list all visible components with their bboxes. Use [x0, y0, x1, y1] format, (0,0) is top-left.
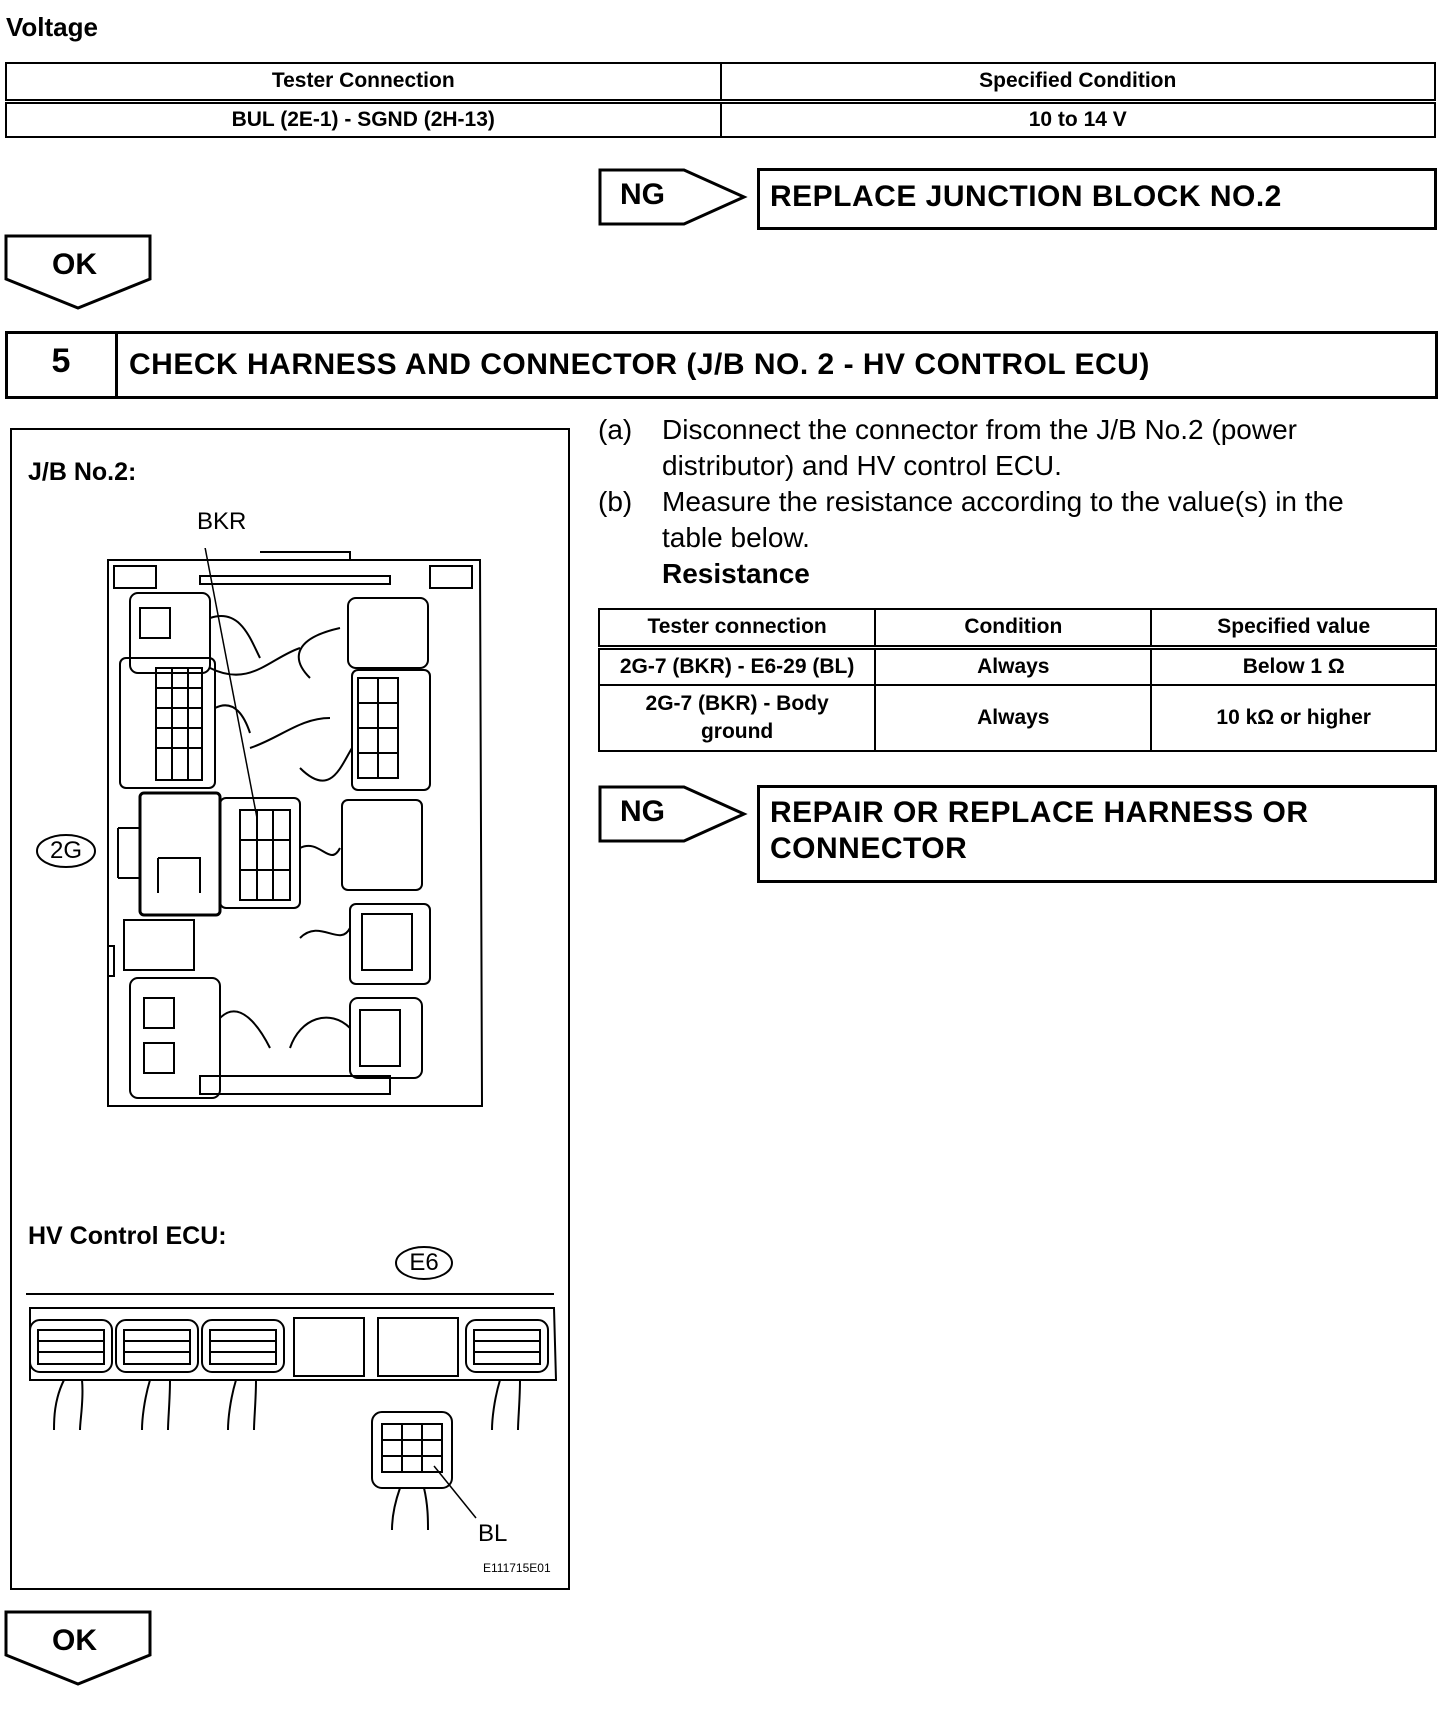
- jb-title: J/B No.2:: [28, 458, 137, 486]
- callout-e6-oval: [395, 1246, 453, 1280]
- step-b-marker: (b): [598, 486, 633, 517]
- voltage-header-condition: Specified Condition: [719, 62, 1436, 104]
- step-b-line2: table below.: [662, 522, 810, 553]
- resistance-table: Tester connection Condition Specified va…: [597, 608, 1437, 752]
- bkr-label: BKR: [197, 508, 247, 535]
- ok-label-2: OK: [52, 1624, 97, 1657]
- ng-action-1: REPLACE JUNCTION BLOCK NO.2: [770, 180, 1282, 213]
- callout-2g: 2G: [49, 837, 82, 864]
- callout-e6: E6: [409, 1249, 439, 1276]
- ok-arrow-1: [4, 234, 152, 310]
- ng-label-1: NG: [620, 178, 665, 211]
- ng-label-2: NG: [620, 795, 665, 828]
- ecu-title: HV Control ECU:: [28, 1222, 227, 1250]
- res-header-value: Specified value: [1150, 608, 1437, 650]
- bl-label: BL: [478, 1520, 508, 1547]
- step-a-line1: Disconnect the connector from the J/B No…: [662, 414, 1297, 445]
- ng-action-2-line1: REPAIR OR REPLACE HARNESS OR: [770, 796, 1309, 829]
- ng-action-2-line2: CONNECTOR: [770, 832, 968, 865]
- res-row1-condition: Always: [874, 646, 1153, 686]
- voltage-cell-connection: BUL (2E-1) - SGND (2H-13): [5, 100, 722, 138]
- voltage-cell-value: 10 to 14 V: [719, 100, 1436, 138]
- voltage-table: Tester Connection Specified Condition BU…: [5, 62, 1436, 138]
- res-row1-connection: 2G-7 (BKR) - E6-29 (BL): [597, 646, 877, 686]
- step-divider: [115, 331, 118, 399]
- resistance-heading: Resistance: [662, 558, 810, 589]
- step-b-line1: Measure the resistance according to the …: [662, 486, 1344, 517]
- res-header-tester: Tester connection: [597, 608, 877, 650]
- step-title: CHECK HARNESS AND CONNECTOR (J/B NO. 2 -…: [129, 348, 1150, 381]
- res-row1-value: Below 1 Ω: [1150, 646, 1437, 686]
- figure-id: E111715E01: [483, 1561, 551, 1575]
- res-header-condition: Condition: [874, 608, 1153, 650]
- callout-2g-oval: [36, 834, 96, 868]
- step-header-box: [5, 331, 1438, 399]
- ng-action-box-1: [757, 168, 1437, 230]
- res-row2-connection: 2G-7 (BKR) - Body ground: [597, 684, 877, 752]
- jb-no2-drawing: [107, 548, 484, 1107]
- step-a-line2: distributor) and HV control ECU.: [662, 450, 1062, 481]
- figure-frame: [10, 428, 570, 1590]
- ng-arrow-2: [598, 785, 748, 843]
- res-row2-condition: Always: [874, 684, 1153, 752]
- voltage-header-tester: Tester Connection: [5, 62, 722, 104]
- step-a-marker: (a): [598, 414, 633, 445]
- ng-arrow-1: [598, 168, 748, 226]
- ng-action-box-2: [757, 785, 1437, 883]
- step-number: 5: [51, 342, 71, 380]
- voltage-heading: Voltage: [6, 12, 98, 42]
- ok-label-1: OK: [52, 248, 97, 281]
- res-row2-value: 10 kΩ or higher: [1150, 684, 1437, 752]
- hv-ecu-drawing: [26, 1293, 558, 1531]
- ok-arrow-2: [4, 1610, 152, 1686]
